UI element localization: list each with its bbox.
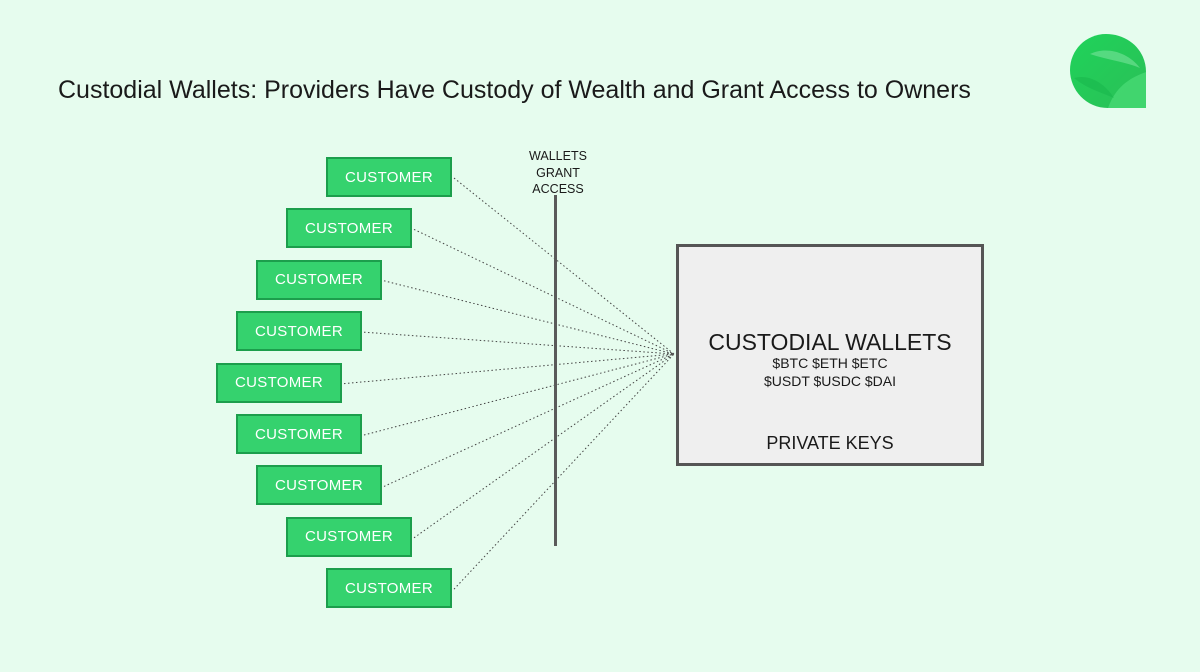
diagram-title: Custodial Wallets: Providers Have Custod… (58, 76, 971, 104)
access-line (363, 331, 675, 355)
customer-box: CUSTOMER (216, 362, 342, 403)
customer-box: CUSTOMER (256, 465, 382, 506)
access-line (383, 353, 675, 487)
access-line (383, 280, 675, 355)
private-keys-label: PRIVATE KEYS (766, 433, 894, 453)
customer-box: CUSTOMER (326, 568, 452, 609)
access-divider-label: WALLETS GRANT ACCESS (508, 148, 608, 198)
customer-box: CUSTOMER (236, 414, 362, 454)
customer-box: CUSTOMER (256, 259, 382, 300)
divider-label-line: WALLETS (529, 149, 587, 163)
customer-box: CUSTOMER (286, 516, 412, 557)
access-line (363, 353, 675, 436)
access-line (343, 353, 675, 385)
wallet-coins-line: $BTC $ETH $ETC (772, 355, 888, 371)
divider-label-line: ACCESS (532, 182, 584, 196)
leaf-logo-icon (1070, 34, 1146, 108)
customer-box: CUSTOMER (326, 157, 452, 197)
access-divider (554, 195, 557, 546)
divider-label-line: GRANT (536, 165, 580, 180)
access-line (413, 353, 675, 539)
wallet-title: CUSTODIAL WALLETS (708, 329, 952, 355)
access-line (413, 228, 675, 355)
access-line (453, 177, 675, 355)
customer-box: CUSTOMER (236, 311, 362, 352)
customer-box: CUSTOMER (286, 208, 412, 249)
access-line (453, 353, 675, 590)
custodial-wallet-box: CUSTODIAL WALLETS $BTC $ETH $ETC $USDT $… (676, 244, 984, 466)
wallet-coins-line: $USDT $USDC $DAI (763, 373, 896, 389)
